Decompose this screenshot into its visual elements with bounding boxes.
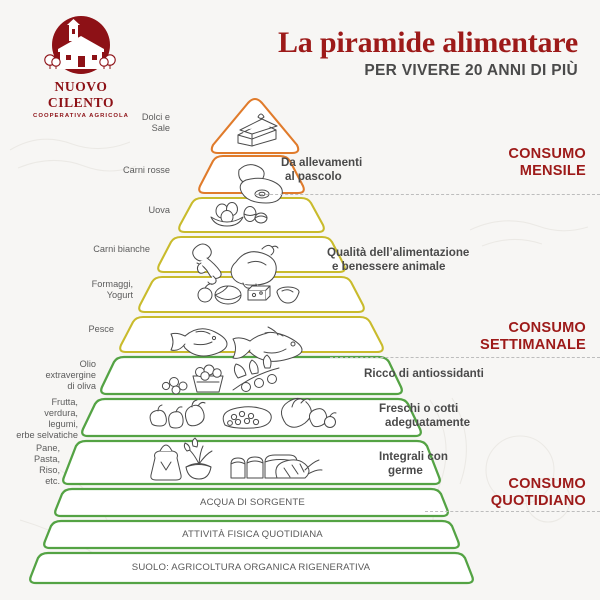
tier-label-olio-oliva: Olio extravergine di oliva [18,359,96,392]
note-line: e benessere animale [332,260,446,273]
tier-shape-formaggi-yogurt [138,275,365,314]
label-line: Frutta, [51,397,78,407]
label-line: Riso, [39,465,60,475]
cheese-wedge-icon [247,285,271,301]
tier-label-pane-pasta-riso: Pane, Pasta, Riso, etc. [8,443,60,487]
label-line: Carni rosse [123,165,170,175]
band-label-suolo: SUOLO: AGRICOLTURA ORGANICA RIGENERATIVA [131,562,371,573]
eggs-bowl-icon [210,202,244,227]
legumes-icon [222,406,272,429]
tier-label-uova: Uova [78,205,170,216]
cracked-egg-icon [243,206,268,224]
tier-shape-uova [178,196,325,234]
label-line: verdura, [44,408,78,418]
tier-shape-pesce [119,315,384,354]
note-line: Ricco di antiossidanti [364,367,484,380]
note-line: germe [388,464,423,477]
frequency-marker-mensile: CONSUMO MENSILE [406,146,586,179]
tier-label-pesce: Pesce [40,324,114,335]
divider-settimanale [330,357,600,358]
note-line: Integrali con [379,450,448,463]
cheese-round-icon [197,283,213,303]
marker-line: MENSILE [519,162,586,179]
tier-shape-dolci-sale [210,97,300,155]
olive-branch-icon [232,354,280,392]
label-line: Pesce [88,324,114,334]
label-line: Sale [151,123,170,133]
tier-shape-carni-bianche [157,235,346,274]
marker-line: SETTIMANALE [480,336,586,353]
side-note-antiossidanti: Ricco di antiossidanti [364,367,484,381]
marker-line: CONSUMO [508,146,586,162]
fish-icon [170,328,228,357]
divider-quotidiano [425,511,600,512]
label-line: extravergine [45,370,96,380]
farmhouse-logo-icon [22,16,140,78]
marker-line: QUOTIDIANO [490,492,586,509]
brand-logo: NUOVO CILENTO COOPERATIVA AGRICOLA [22,16,140,119]
label-line: Yogurt [106,290,133,300]
divider-mensile [255,194,600,195]
label-line: Dolci e [141,112,170,122]
tier-label-carni-bianche: Carni bianche [58,244,150,255]
label-line: Formaggi, [91,279,133,289]
rice-bowl-icon [183,437,213,480]
note-line: Freschi o cotti [379,402,459,415]
fish-icon [232,326,303,362]
note-line: Da allevamenti [281,156,363,169]
frequency-marker-quotidiano: CONSUMO QUOTIDIANO [386,476,586,509]
band-label-attivita: ATTIVITÀ FISICA QUOTIDIANA [182,529,323,540]
cheese-wheel-icon [214,285,242,305]
label-line: etc. [45,476,60,486]
note-line: al pascolo [285,170,342,183]
label-line: Pasta, [33,454,60,464]
tier-label-formaggi-yogurt: Formaggi, Yogurt [48,279,133,301]
olives-crate-icon [161,364,224,395]
chicken-leg-icon [192,243,222,285]
tier-label-frutta-verdura: Frutta, verdura, legumi, erbe selvatiche [2,397,78,441]
label-line: Pane, [35,443,60,453]
frequency-marker-settimanale: CONSUMO SETTIMANALE [386,320,586,353]
tier-shape-frutta-verdura [81,397,422,438]
label-line: Olio [79,359,96,369]
marker-line: CONSUMO [508,476,586,492]
label-line: Uova [148,205,170,215]
yogurt-bowl-icon [276,286,300,304]
marker-line: CONSUMO [508,320,586,336]
flour-sack-icon [150,444,182,481]
tier-label-dolci-sale: Dolci e Sale [90,112,170,134]
bread-loaf-icon [230,454,323,479]
whole-chicken-icon [230,244,279,289]
page-title: La piramide alimentare [277,26,578,59]
label-line: Carni bianche [93,244,150,254]
side-note-allevamenti: Da allevamenti al pascolo [281,156,362,184]
side-note-qualita: Qualità dell’alimentazione e benessere a… [327,246,469,274]
band-label-acqua: ACQUA DI SORGENTE [200,497,305,508]
label-line: legumi, [48,419,78,429]
note-line: Qualità dell’alimentazione [327,246,470,259]
label-line: erbe selvatiche [16,430,78,440]
side-note-freschi: Freschi o cotti adeguatamente [379,402,470,430]
tier-label-carni-rosse: Carni rosse [80,165,170,176]
note-line: adeguatamente [385,416,471,429]
brand-tagline: COOPERATIVA AGRICOLA [33,113,129,119]
tier-shape-olio-oliva [100,355,403,396]
side-note-integrali: Integrali con germe [379,450,448,478]
red-meat-icon [238,164,283,204]
label-line: di oliva [67,381,96,391]
cake-slice-icon [237,113,278,147]
vegetables-icon [149,399,206,429]
greens-icon [281,398,337,428]
page-subtitle: PER VIVERE 20 ANNI DI PIÙ [364,62,578,79]
brand-name: NUOVO CILENTO [47,79,115,110]
